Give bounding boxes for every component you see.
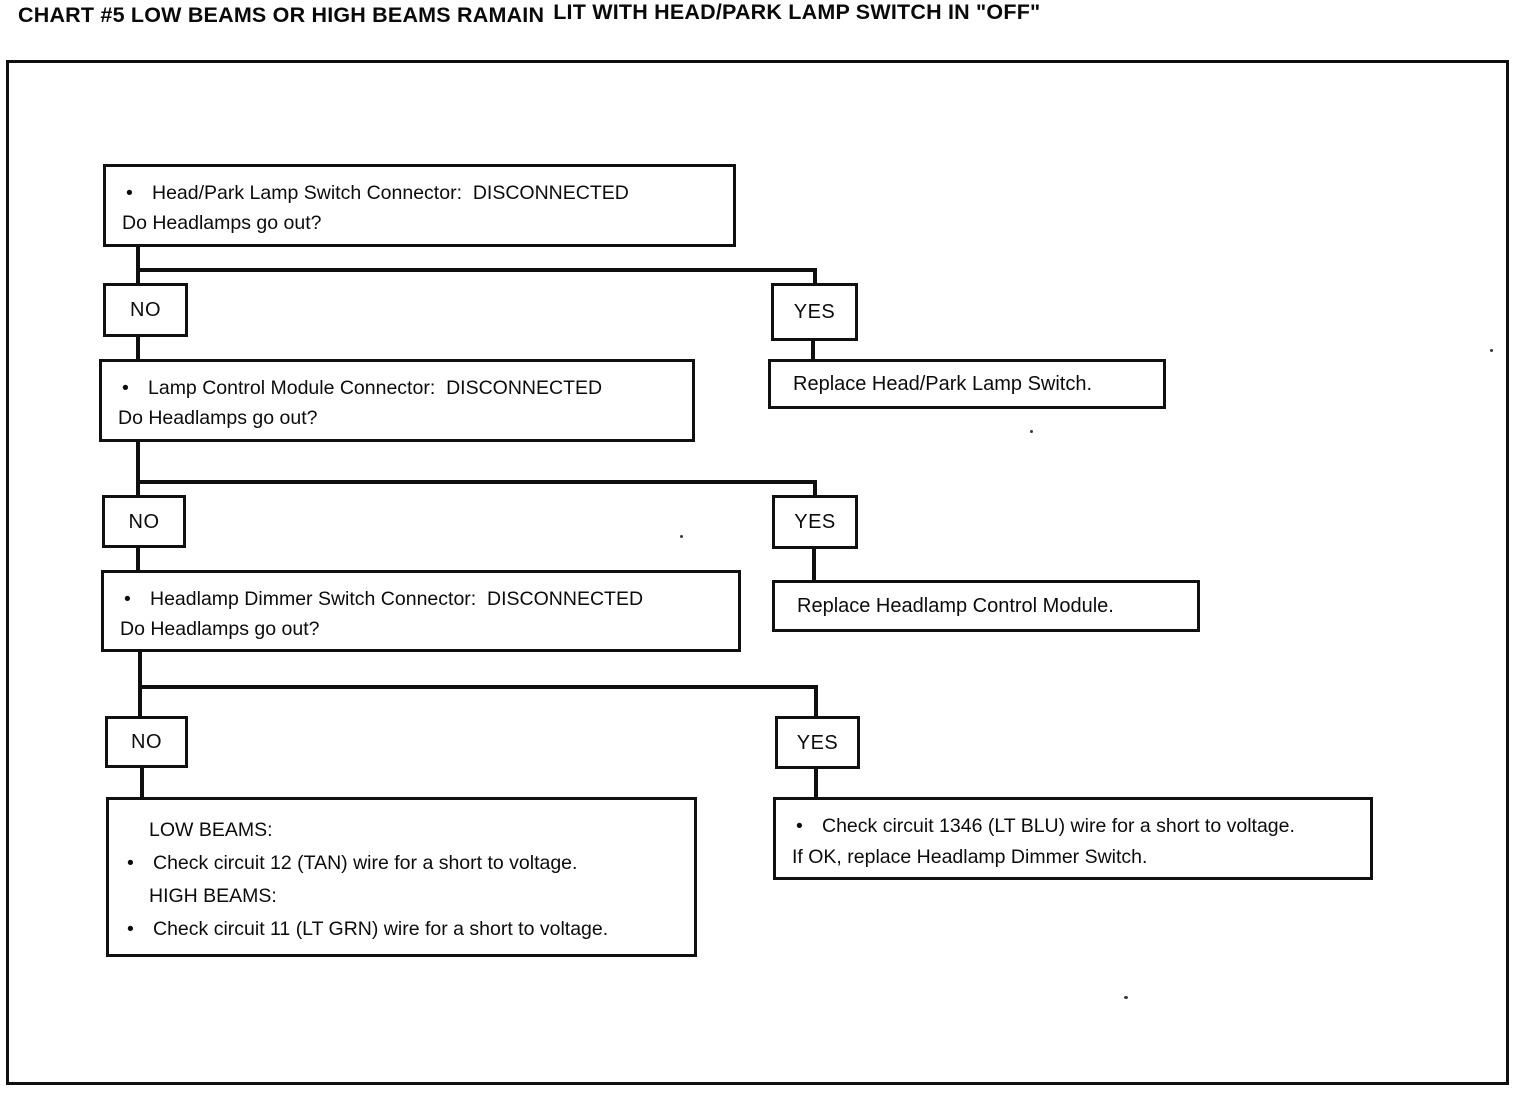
flowchart-frame	[6, 60, 1509, 1085]
question-text: Headlamp Dimmer Switch Connector: DISCON…	[150, 588, 644, 610]
check-text: Check circuit 12 (TAN) wire for a short …	[153, 852, 578, 874]
connector-no2-to-q3	[136, 548, 140, 571]
question-line-2: Do Headlamps go out?	[120, 618, 320, 640]
action-box-check-circuit-1346: • Check circuit 1346 (LT BLU) wire for a …	[773, 797, 1373, 880]
no-label: NO	[130, 299, 161, 321]
connector-no3-to-result	[140, 768, 144, 798]
yes-badge-1: YES	[771, 283, 858, 341]
check-circuit-11-line: • Check circuit 11 (LT GRN) wire for a sh…	[109, 913, 688, 946]
bullet-icon: •	[127, 918, 134, 940]
chart-title-segment-2: LIT WITH HEAD/PARK LAMP SWITCH IN "OFF"	[553, 0, 1041, 24]
yes-label: YES	[793, 301, 836, 323]
action-line-2: If OK, replace Headlamp Dimmer Switch.	[792, 846, 1148, 868]
chart-title-segment-1: CHART #5 LOW BEAMS OR HIGH BEAMS RAMAIN	[18, 3, 545, 27]
connector-q3-down	[138, 651, 142, 717]
connector-yes2-to-action2	[812, 549, 816, 581]
no-label: NO	[128, 510, 160, 533]
connector-q1-to-yes1	[813, 270, 817, 284]
yes-label: YES	[794, 511, 836, 533]
bullet-icon: •	[796, 815, 803, 837]
high-beams-heading: HIGH BEAMS:	[149, 885, 277, 907]
scan-speck	[1490, 349, 1493, 352]
no-badge-3: NO	[105, 716, 188, 768]
action-box-replace-head-park-lamp-switch: Replace Head/Park Lamp Switch.	[768, 359, 1166, 409]
connector-q2-to-yes2	[813, 482, 817, 496]
action-line-1: • Check circuit 1346 (LT BLU) wire for a …	[792, 811, 1364, 842]
yes-badge-3: YES	[775, 716, 860, 769]
question-line-2: Do Headlamps go out?	[118, 407, 318, 429]
question-box-headlamp-dimmer-switch: • Headlamp Dimmer Switch Connector: DISCO…	[101, 570, 741, 652]
question-box-lamp-control-module: • Lamp Control Module Connector: DISCONNE…	[99, 359, 695, 442]
connector-yes3-to-action3	[814, 768, 818, 798]
connector-q3-branch	[138, 685, 818, 689]
yes-badge-2: YES	[772, 495, 858, 549]
question-text: Lamp Control Module Connector: DISCONNEC…	[148, 377, 603, 399]
check-text: Check circuit 11 (LT GRN) wire for a sho…	[153, 918, 609, 940]
check-circuit-12-line: • Check circuit 12 (TAN) wire for a short…	[109, 847, 688, 880]
chart-title: CHART #5 LOW BEAMS OR HIGH BEAMS RAMAIN L…	[18, 0, 1041, 28]
connector-q2-down	[136, 441, 140, 496]
yes-label: YES	[796, 731, 839, 754]
bullet-icon: •	[126, 182, 133, 204]
bullet-icon: •	[124, 588, 131, 610]
no-badge-2: NO	[102, 495, 186, 548]
question-line-1: • Lamp Control Module Connector: DISCONNE…	[118, 373, 686, 403]
action-text: Replace Head/Park Lamp Switch.	[793, 373, 1093, 395]
connector-q3-to-yes3	[814, 687, 818, 717]
question-line-1: • Headlamp Dimmer Switch Connector: DISCO…	[120, 584, 732, 614]
scan-speck	[680, 535, 683, 538]
scan-speck	[1030, 430, 1033, 433]
no-badge-1: NO	[103, 283, 188, 337]
connector-q2-branch	[136, 480, 817, 484]
bullet-icon: •	[127, 852, 134, 874]
connector-no1-to-q2	[136, 337, 140, 360]
bullet-icon: •	[122, 377, 129, 399]
action-text: Replace Headlamp Control Module.	[797, 595, 1114, 617]
low-beams-heading: LOW BEAMS:	[149, 819, 273, 841]
question-line-2: Do Headlamps go out?	[122, 212, 322, 234]
question-box-head-park-lamp-switch: • Head/Park Lamp Switch Connector: DISCON…	[103, 164, 736, 247]
connector-q1-down	[136, 247, 140, 283]
connector-yes1-to-action1	[811, 341, 815, 360]
result-box-beam-circuit-checks: LOW BEAMS: • Check circuit 12 (TAN) wire …	[106, 797, 697, 957]
action-box-replace-headlamp-control-module: Replace Headlamp Control Module.	[772, 580, 1200, 632]
no-label: NO	[131, 731, 162, 753]
question-text: Head/Park Lamp Switch Connector: DISCONN…	[152, 182, 629, 204]
question-line-1: • Head/Park Lamp Switch Connector: DISCON…	[122, 178, 727, 208]
connector-q1-branch	[136, 268, 817, 272]
action-text: Check circuit 1346 (LT BLU) wire for a s…	[822, 815, 1295, 837]
scan-speck	[1124, 996, 1128, 999]
